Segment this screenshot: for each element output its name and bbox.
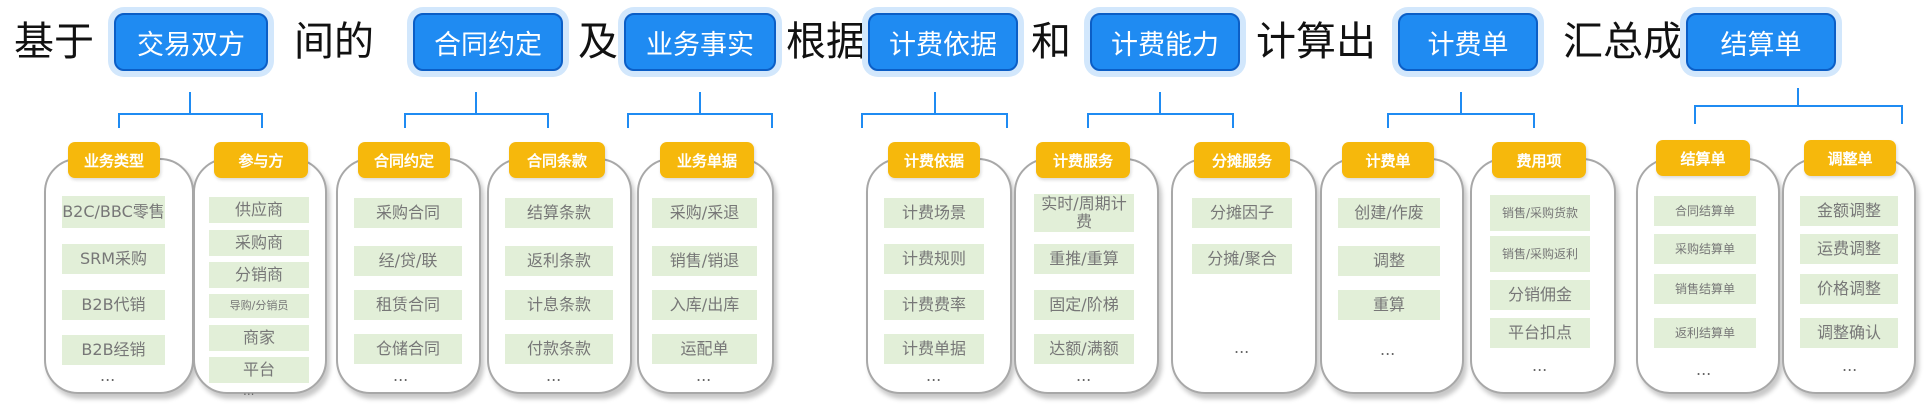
card-item: 运配单: [652, 334, 757, 364]
box-trading-parties: 交易双方: [114, 13, 268, 71]
card-item: 经/贷/联: [354, 246, 462, 276]
card-item: 计费费率: [884, 290, 984, 320]
header-billing-document: 计费单: [1342, 142, 1434, 178]
card-item: 分销商: [209, 262, 309, 288]
box-billing-document: 计费单: [1398, 13, 1538, 71]
card-item: 分销佣金: [1490, 280, 1590, 310]
more-ellipsis: ...: [1842, 356, 1858, 375]
card-item: 计费单据: [884, 334, 984, 364]
card-item: 采购合同: [354, 198, 462, 228]
more-ellipsis: ...: [546, 366, 562, 385]
more-ellipsis: ...: [100, 366, 116, 385]
header-billing-service: 计费服务: [1036, 142, 1130, 178]
word-jiande: 间的: [294, 19, 374, 65]
card-item: 计息条款: [505, 290, 613, 320]
card-item: SRM采购: [62, 244, 165, 274]
box-contract-terms: 合同约定: [413, 13, 563, 71]
word-huizongcheng: 汇总成: [1563, 19, 1683, 65]
word-jiyu: 基于: [14, 19, 94, 65]
card-item: 结算条款: [505, 198, 613, 228]
header-business-type: 业务类型: [68, 142, 160, 178]
card-item: 返利条款: [505, 246, 613, 276]
card-item: 销售/采购货款: [1490, 195, 1590, 231]
more-ellipsis: ...: [1380, 340, 1396, 359]
card-item: 返利结算单: [1654, 318, 1756, 348]
card-item: 平台: [209, 357, 309, 383]
word-ji: 及: [578, 19, 618, 65]
more-ellipsis: ...: [1696, 360, 1712, 379]
card-item: 实时/周期计费: [1034, 194, 1134, 232]
card-item: 金额调整: [1800, 196, 1898, 226]
card-item: 价格调整: [1800, 274, 1898, 304]
card-item: 调整: [1338, 246, 1440, 276]
card-allocation-service: [1171, 158, 1317, 394]
card-item: 采购商: [209, 230, 309, 256]
header-fee-items: 费用项: [1492, 142, 1586, 178]
card-item: 导购/分销员: [209, 294, 309, 318]
card-item: 商家: [209, 325, 309, 351]
card-item: 仓储合同: [354, 334, 462, 364]
header-contract-clauses: 合同条款: [509, 142, 605, 178]
box-business-facts: 业务事实: [624, 13, 776, 71]
more-ellipsis: ...: [393, 366, 409, 385]
box-billing-capability: 计费能力: [1090, 13, 1240, 71]
card-item: 采购/采退: [652, 198, 757, 228]
more-ellipsis: ...: [1234, 338, 1250, 357]
card-item: 达额/满额: [1034, 334, 1134, 364]
more-ellipsis: ...: [926, 366, 942, 385]
word-he: 和: [1031, 19, 1071, 65]
more-ellipsis: ...: [243, 384, 255, 398]
header-contract-agreement: 合同约定: [358, 142, 450, 178]
more-ellipsis: ...: [1076, 366, 1092, 385]
card-item: 调整确认: [1800, 318, 1898, 348]
header-settlement-document: 结算单: [1656, 140, 1750, 176]
card-item: 付款条款: [505, 334, 613, 364]
word-jisuanchu: 计算出: [1256, 19, 1376, 65]
header-billing-basis: 计费依据: [888, 142, 980, 178]
more-ellipsis: ...: [1532, 356, 1548, 375]
card-item: B2B代销: [62, 290, 165, 320]
card-item: 租赁合同: [354, 290, 462, 320]
card-item: 重推/重算: [1034, 244, 1134, 274]
card-item: B2B经销: [62, 335, 165, 365]
card-item: 采购结算单: [1654, 234, 1756, 264]
card-item: 创建/作废: [1338, 198, 1440, 228]
card-item: 重算: [1338, 290, 1440, 320]
card-item: B2C/BBC零售: [62, 196, 165, 228]
card-item: 销售/销退: [652, 246, 757, 276]
card-item: 供应商: [209, 197, 309, 223]
header-business-documents: 业务单据: [660, 142, 754, 178]
header-participants: 参与方: [214, 142, 308, 178]
card-item: 分摊/聚合: [1192, 244, 1292, 274]
card-item: 固定/阶梯: [1034, 290, 1134, 320]
box-billing-basis: 计费依据: [868, 13, 1018, 71]
more-ellipsis: ...: [696, 366, 712, 385]
header-allocation-service: 分摊服务: [1194, 142, 1290, 178]
card-item: 合同结算单: [1654, 196, 1756, 226]
header-adjustment-document: 调整单: [1804, 140, 1896, 176]
card-item: 分摊因子: [1192, 198, 1292, 228]
card-item: 入库/出库: [652, 290, 757, 320]
box-settlement-document: 结算单: [1686, 13, 1836, 71]
card-item: 销售/采购返利: [1490, 236, 1590, 272]
card-item: 计费规则: [884, 244, 984, 274]
card-item: 计费场景: [884, 198, 984, 228]
word-genju: 根据: [786, 19, 866, 65]
card-item: 运费调整: [1800, 234, 1898, 264]
card-item: 平台扣点: [1490, 318, 1590, 348]
card-item: 销售结算单: [1654, 274, 1756, 304]
card-billing-document: [1320, 158, 1464, 394]
